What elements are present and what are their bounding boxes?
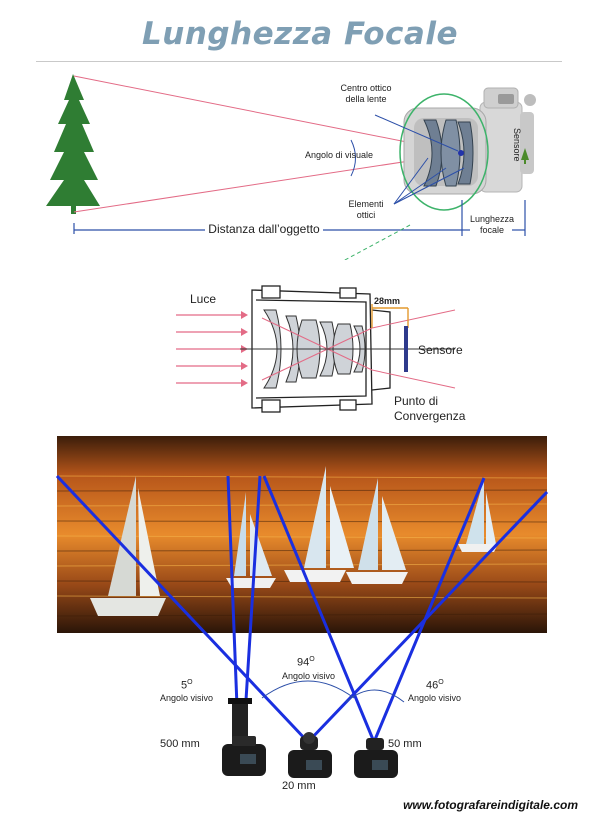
camera-500mm-icon xyxy=(222,698,266,776)
footer-website: www.fotografareindigitale.com xyxy=(403,798,578,812)
focal-length-label: Lunghezza focale xyxy=(468,214,516,236)
angle-value-number: 94 xyxy=(297,657,309,669)
degree-mark: O xyxy=(187,679,192,686)
angle-value-number: 46 xyxy=(426,680,438,692)
angle-value-46: 46O xyxy=(426,679,444,692)
angle-arcs xyxy=(262,681,404,702)
optical-elements-label: Elementi ottici xyxy=(343,199,389,221)
boats-photo xyxy=(57,436,547,633)
optical-center-label: Centro ottico della lente xyxy=(339,83,393,105)
page-title: Lunghezza Focale xyxy=(0,16,600,52)
distance-label: Distanza dall’oggetto xyxy=(205,222,323,236)
camera-body-icon xyxy=(480,88,536,192)
lens-barrel-icon xyxy=(404,108,486,194)
angle-label-5: Angolo visivo xyxy=(160,693,213,703)
convergence-label: Punto di Convergenza xyxy=(394,394,468,424)
focal-20mm-label: 20 mm xyxy=(282,780,316,792)
degree-mark: O xyxy=(309,656,314,663)
angle-label-94: Angolo visivo xyxy=(282,671,335,681)
light-arrows xyxy=(176,315,244,383)
light-label: Luce xyxy=(190,292,216,306)
sensor-label: Sensore xyxy=(418,343,463,357)
focal-500mm-label: 500 mm xyxy=(160,738,200,750)
focal-value-label: 28mm xyxy=(374,296,400,306)
angle-value-94: 94O xyxy=(297,656,315,669)
boats-photo-diagram xyxy=(0,436,600,796)
degree-mark: O xyxy=(438,679,443,686)
view-angle-label: Angolo di visuale xyxy=(300,150,378,161)
lens-section-diagram xyxy=(0,270,600,430)
sensor-bar xyxy=(404,326,408,372)
focal-50mm-label: 50 mm xyxy=(388,738,422,750)
tree-icon xyxy=(46,74,100,214)
angle-value-5: 5O xyxy=(181,679,193,692)
sensor-vertical-label: Sensore xyxy=(511,128,522,174)
angle-label-46: Angolo visivo xyxy=(408,693,461,703)
optical-center-point xyxy=(458,150,464,156)
camera-20mm-icon xyxy=(288,732,332,778)
